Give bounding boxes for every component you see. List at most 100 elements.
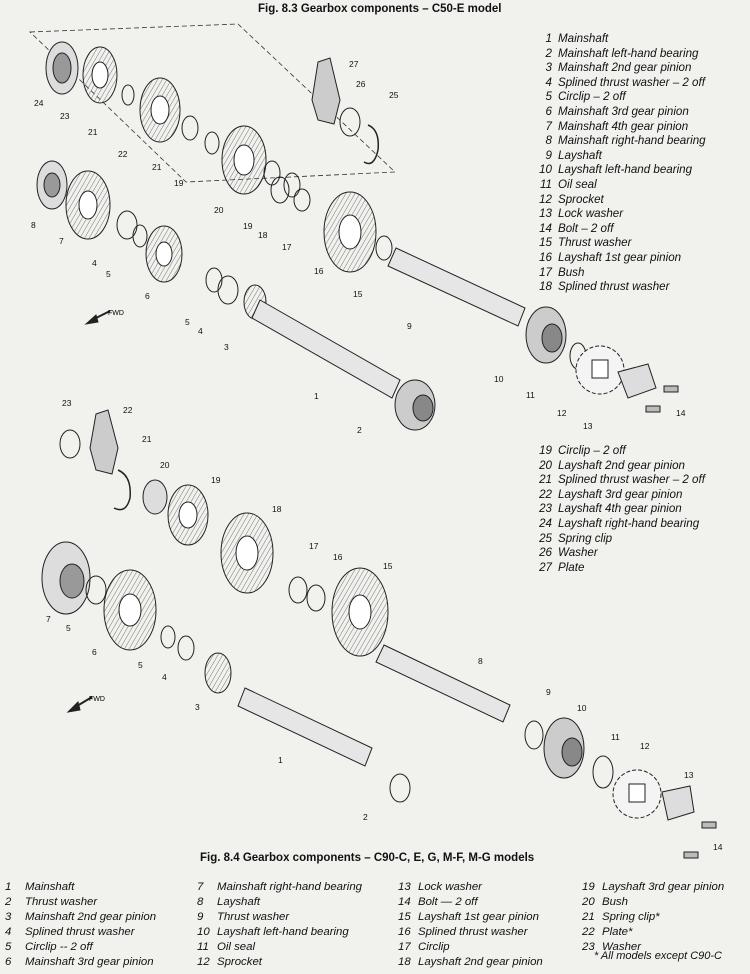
fig83-mainshaft-gears — [36, 160, 436, 431]
callout: 12 — [557, 408, 567, 418]
legend-label: Layshaft 1st gear pinion — [558, 250, 682, 264]
fig84-layshaft-gears — [59, 409, 389, 657]
callout: 17 — [282, 242, 292, 252]
callout: 6 — [145, 291, 150, 301]
legend-number: 23 — [582, 941, 595, 953]
legend-number: 24 — [539, 516, 552, 530]
callout: 1 — [278, 755, 283, 765]
legend-number: 13 — [539, 207, 552, 221]
legend-label: Layshaft 3rd gear pinion — [558, 487, 683, 501]
legend-number: 21 — [582, 911, 595, 923]
legend-label: Layshaft left-hand bearing — [558, 163, 693, 177]
legend-label: Sprocket — [217, 956, 262, 968]
callout: 9 — [407, 321, 412, 331]
legend-number: 20 — [539, 458, 552, 472]
legend-label: Layshaft 3rd gear pinion — [602, 881, 725, 893]
callout: 5 — [66, 623, 71, 633]
legend-label: Layshaft — [558, 148, 602, 162]
callout: 1 — [314, 391, 319, 401]
legend-number: 17 — [539, 265, 552, 279]
legend-item: 1 Mainshaft — [530, 32, 706, 47]
legend-item: 18 Splined thrust washer — [530, 280, 706, 295]
legend-number: 6 — [545, 104, 552, 118]
legend-label: Mainshaft 4th gear pinion — [558, 119, 689, 133]
legend-number: 4 — [545, 75, 552, 89]
callout: 16 — [314, 266, 324, 276]
callout: 3 — [195, 702, 200, 712]
fig83-callouts: 24 23 21 22 21 19 20 19 18 17 16 15 27 2… — [31, 59, 686, 435]
legend-number: 3 — [5, 911, 12, 923]
callout: 21 — [152, 162, 162, 172]
callout: 19 — [174, 178, 184, 188]
legend-number: 17 — [398, 941, 411, 953]
legend-number: 10 — [197, 926, 210, 938]
fig83-title: Fig. 8.3 Gearbox components – C50-E mode… — [258, 3, 502, 15]
callout: 2 — [357, 425, 362, 435]
legend-number: 13 — [398, 881, 411, 893]
legend-number: 2 — [545, 46, 552, 60]
callout: 18 — [272, 504, 282, 514]
legend-number: 16 — [539, 250, 552, 264]
callout: 16 — [333, 552, 343, 562]
legend-number: 22 — [582, 926, 595, 938]
legend-number: 20 — [582, 896, 595, 908]
legend-label: Mainshaft — [558, 32, 609, 45]
legend-number: 1 — [545, 32, 552, 45]
legend-label: Layshaft 1st gear pinion — [418, 911, 539, 923]
callout: 3 — [224, 342, 229, 352]
legend-label: Mainshaft 2nd gear pinion — [25, 911, 157, 923]
legend-item: 3 Mainshaft 2nd gear pinion — [5, 910, 156, 925]
callout: 15 — [383, 561, 393, 571]
legend-label: Layshaft — [217, 896, 261, 908]
legend-number: 11 — [539, 177, 552, 191]
legend-label: Lock washer — [558, 207, 624, 221]
legend-number: 2 — [5, 896, 12, 908]
callout: 10 — [494, 374, 504, 384]
legend-label: Circlip — [418, 941, 450, 953]
callout: 8 — [478, 656, 483, 666]
legend-label: Splined thrust washer — [25, 926, 135, 938]
legend-number: 18 — [539, 280, 552, 294]
fig83-layshaft — [270, 176, 587, 370]
fig83-fwd-label: FWD — [108, 310, 124, 317]
callout: 14 — [713, 842, 723, 852]
legend-label: Circlip – 2 off — [558, 90, 626, 104]
callout: 21 — [88, 127, 98, 137]
legend-label: Splined thrust washer — [558, 280, 670, 294]
callout: 20 — [214, 205, 224, 215]
callout: 22 — [118, 149, 128, 159]
callout: 21 — [142, 434, 152, 444]
callout: 8 — [31, 220, 36, 230]
fig84-footnote: * All models except C90-C — [594, 950, 722, 962]
callout: 5 — [185, 317, 190, 327]
legend-number: 21 — [539, 473, 552, 487]
legend-label: Bolt — 2 off — [418, 896, 478, 908]
callout: 11 — [526, 390, 535, 400]
legend-number: 5 — [545, 90, 552, 104]
callout: 22 — [123, 405, 133, 415]
legend-number: 10 — [539, 163, 552, 177]
callout: 23 — [60, 111, 70, 121]
legend-label: Lock washer — [418, 881, 482, 893]
